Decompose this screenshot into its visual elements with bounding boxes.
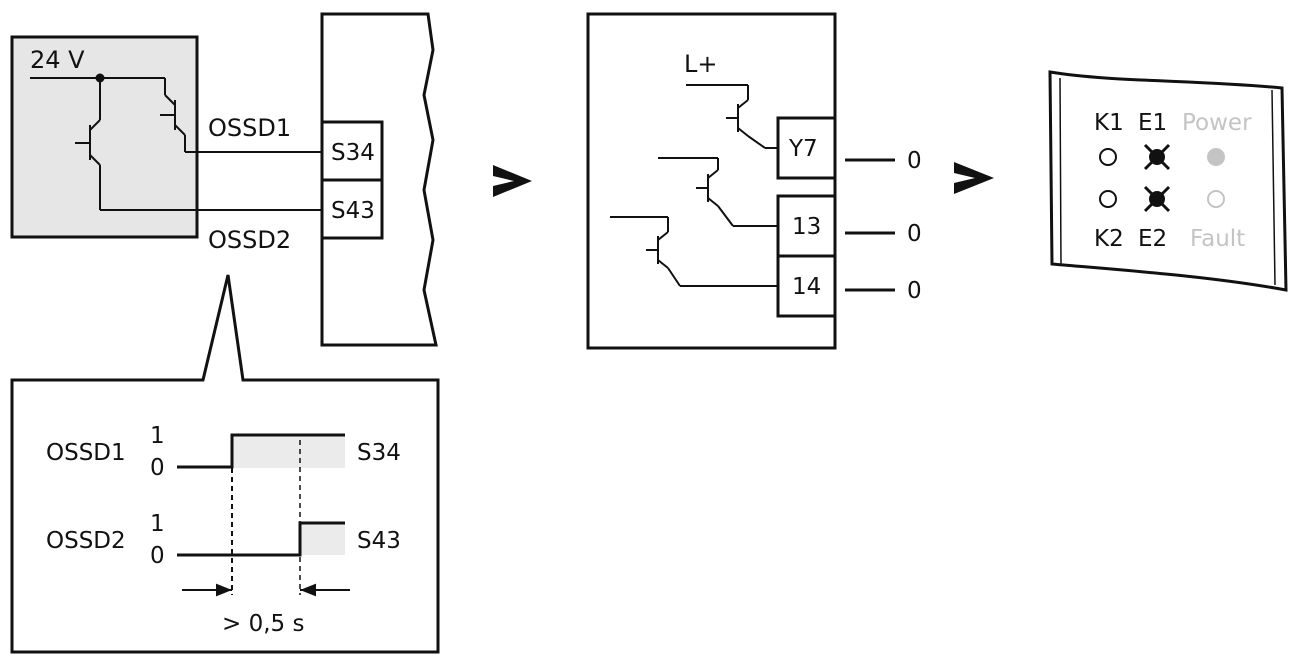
sensor-output-box: 24 V OSSD1 OSSD2 [10,35,322,254]
led-power-on-icon [1207,148,1225,166]
led-k2-off-icon [1099,190,1117,208]
relay-input-block: S34 S43 [320,12,438,347]
terminal-s43-label: S43 [331,198,375,224]
led-k1-off-icon [1099,148,1117,166]
terminal-y7 [776,116,837,180]
flow-arrow-icon [954,162,994,194]
flow-arrow-icon [493,165,532,197]
ossd2-high-area [300,523,345,555]
ossd1-waveform [177,433,345,469]
output-value-14: 0 [907,278,922,304]
terminal-s43 [320,178,384,240]
terminal-13-label: 13 [792,214,821,240]
output-stage-block: L+ [586,12,922,350]
ossd1-label: OSSD1 [208,114,291,142]
led-label-fault: Fault [1190,226,1245,252]
terminal-13 [776,194,837,258]
timing-ossd2-label: OSSD2 [46,528,126,554]
terminal-14 [776,254,837,318]
terminal-14-label: 14 [792,274,821,300]
led-label-power: Power [1182,110,1252,136]
ossd2-label: OSSD2 [208,226,291,254]
supply-lplus-label: L+ [684,50,717,78]
led-label-k1: K1 [1094,110,1124,136]
timing-ossd1-high: 1 [150,423,165,449]
timing-ossd2-high: 1 [150,511,165,537]
led-label-k2: K2 [1094,226,1124,252]
transistor-ossd2-icon [75,78,322,211]
timing-ossd2-low: 0 [150,543,165,569]
led-label-e2: E2 [1138,226,1167,252]
output-value-13: 0 [907,221,922,247]
delay-label: > 0,5 s [222,611,304,637]
timing-s43-label: S43 [357,528,401,554]
timing-s34-label: S34 [357,440,401,466]
terminal-s34-label: S34 [331,140,375,166]
transistor-ossd1-icon [160,78,322,153]
timing-ossd1-label: OSSD1 [46,440,126,466]
led-e2-flashing-icon [1143,185,1171,213]
transistor-14-icon [610,216,778,287]
ossd1-high-area [232,435,345,468]
transistor-y7-icon [686,84,778,149]
transistor-13-icon [658,157,778,227]
led-status-panel: K1 E1 Power K2 E2 Fault [1048,70,1288,292]
output-value-y7: 0 [907,148,922,174]
led-label-e1: E1 [1138,110,1167,136]
led-e1-flashing-icon [1143,143,1171,171]
timing-ossd1-low: 0 [150,455,165,481]
supply-24v-label: 24 V [30,46,85,74]
timing-callout: OSSD1 1 0 S34 OSSD2 1 0 S43 > 0,5 s [10,274,440,654]
terminal-y7-label: Y7 [788,136,818,162]
terminal-s34 [320,120,384,182]
led-fault-off-icon [1207,190,1225,208]
